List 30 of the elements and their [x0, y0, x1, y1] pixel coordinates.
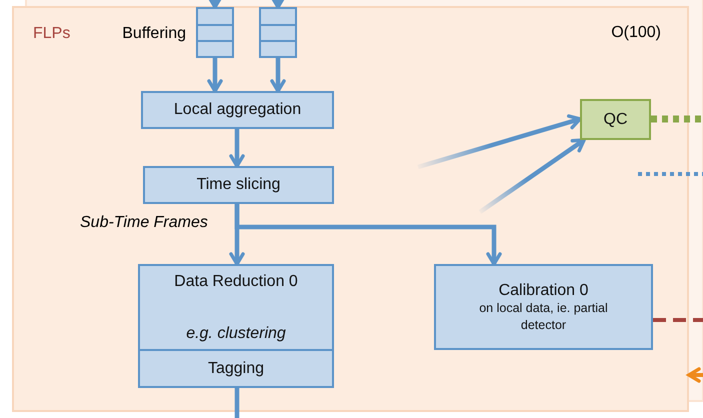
arrow — [229, 129, 245, 168]
box-label: Data Reduction 0 — [174, 272, 298, 292]
process-box — [138, 264, 334, 351]
buffer-queue — [259, 7, 297, 58]
process-box — [141, 91, 334, 129]
box-label: Local aggregation — [174, 100, 302, 120]
box-label: QC — [604, 110, 628, 130]
arrow — [417, 114, 582, 170]
process-box — [138, 349, 334, 388]
arrow — [207, 0, 223, 9]
process-box — [434, 264, 653, 350]
arrow — [270, 58, 286, 93]
count-label: O(100) — [611, 23, 661, 42]
arrow — [270, 0, 286, 9]
process-box — [580, 99, 651, 140]
box-note: on local data, ie. partial detector — [478, 300, 609, 333]
arrow — [234, 204, 502, 266]
arrow — [478, 138, 586, 214]
arrow — [207, 58, 223, 93]
box-label: Time slicing — [196, 175, 280, 195]
side-label: Buffering — [122, 24, 186, 44]
dashed-line — [653, 318, 703, 322]
dashed-line — [651, 116, 703, 122]
box-note: e.g. clustering — [186, 324, 286, 343]
process-box — [143, 166, 334, 204]
box-label: Calibration 0 — [498, 281, 588, 300]
box-label: Tagging — [208, 358, 264, 378]
dashed-line — [687, 367, 703, 383]
group-panel — [12, 6, 689, 412]
group-title: FLPs — [33, 24, 70, 44]
